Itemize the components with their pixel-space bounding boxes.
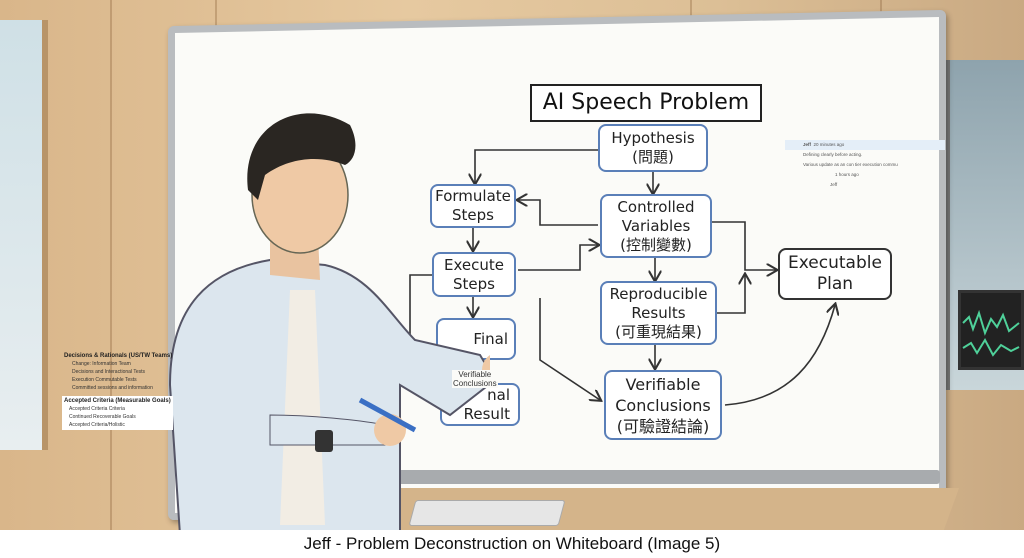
box-label: (問題)	[632, 148, 674, 166]
box-executable-plan: Executable Plan	[778, 248, 892, 300]
box-label: (控制變數)	[620, 235, 692, 254]
notes-heading: Decisions & Rationals (US/TW Teams)	[64, 353, 173, 359]
comment-time: 1 hours ago	[835, 172, 859, 177]
verifiable-note: Verifiable Conclusions	[452, 370, 498, 388]
box-reproducible-results: Reproducible Results (可重現結果)	[600, 281, 717, 345]
box-label: Verifiable	[625, 374, 701, 394]
notes-item: Continued Recoverable Goals	[69, 414, 136, 420]
comment-author: Jeff	[803, 142, 812, 147]
notes-item: Accepted Criteria Criteria	[69, 406, 125, 412]
box-label: Steps	[452, 206, 494, 224]
notes-item: Execution Commutable Tests	[72, 377, 137, 383]
box-label: Plan	[816, 274, 854, 294]
box-label: Execute	[444, 255, 504, 274]
box-label: (可重現結果)	[615, 322, 702, 341]
box-execute-steps: Execute Steps	[432, 252, 516, 297]
box-label: Steps	[453, 274, 495, 293]
illustration-scene: AI Speech Problem Hypothesis (問題) Formul…	[0, 0, 1024, 530]
box-verifiable-conclusions: Verifiable Conclusions (可驗證結論)	[604, 370, 722, 440]
comment-text: Defining clearly before acting.	[803, 152, 863, 157]
box-label: Result	[463, 404, 510, 423]
person-jeff	[168, 113, 490, 530]
comment-text: Various update as an con tier execution …	[803, 162, 898, 167]
comment-time: 20 minutes ago	[813, 142, 845, 147]
box-formulate-steps: Formulate Steps	[430, 184, 516, 228]
note-label: Conclusions	[453, 379, 497, 388]
notes-item: Change: Information Team	[72, 361, 131, 367]
box-label: Hypothesis	[611, 129, 695, 147]
box-label: Formulate	[435, 187, 511, 205]
whiteboard-tray	[380, 470, 940, 484]
box-label: Reproducible	[609, 284, 708, 303]
comment-author: Jeff	[830, 182, 838, 187]
image-caption: Jeff - Problem Deconstruction on Whitebo…	[303, 534, 721, 553]
notes-overlay: Decisions & Rationals (US/TW Teams) Chan…	[62, 352, 173, 430]
audio-waveform-icon	[962, 309, 1020, 357]
box-label: Results	[631, 303, 686, 322]
whiteboard-title: AI Speech Problem	[530, 84, 762, 122]
box-label: (可驗證結論)	[616, 416, 710, 436]
box-label: Final	[473, 329, 508, 348]
box-label: Variables	[621, 216, 691, 235]
box-controlled-variables: Controlled Variables (控制變數)	[600, 194, 712, 258]
notes-item: Accepted Criteria/Holistic	[69, 422, 125, 428]
wall-plank	[110, 0, 112, 530]
notes-item: Committed sessions and information	[72, 385, 153, 391]
box-label: Executable	[788, 253, 882, 273]
box-hypothesis: Hypothesis (問題)	[598, 124, 708, 172]
notes-item: Decisions and Interactional Tests	[72, 369, 146, 375]
window	[0, 20, 48, 450]
note-label: Verifiable	[458, 370, 492, 379]
flowchart-arrows	[0, 149, 1024, 406]
box-label: Controlled	[617, 197, 695, 216]
box-label: Conclusions	[615, 395, 711, 415]
notes-heading: Accepted Criteria (Measurable Goals)	[64, 398, 171, 404]
comment-panel: Jeff 20 minutes ago Defining clearly bef…	[785, 140, 945, 200]
box-label: nal	[487, 385, 510, 404]
monitor	[958, 290, 1024, 370]
